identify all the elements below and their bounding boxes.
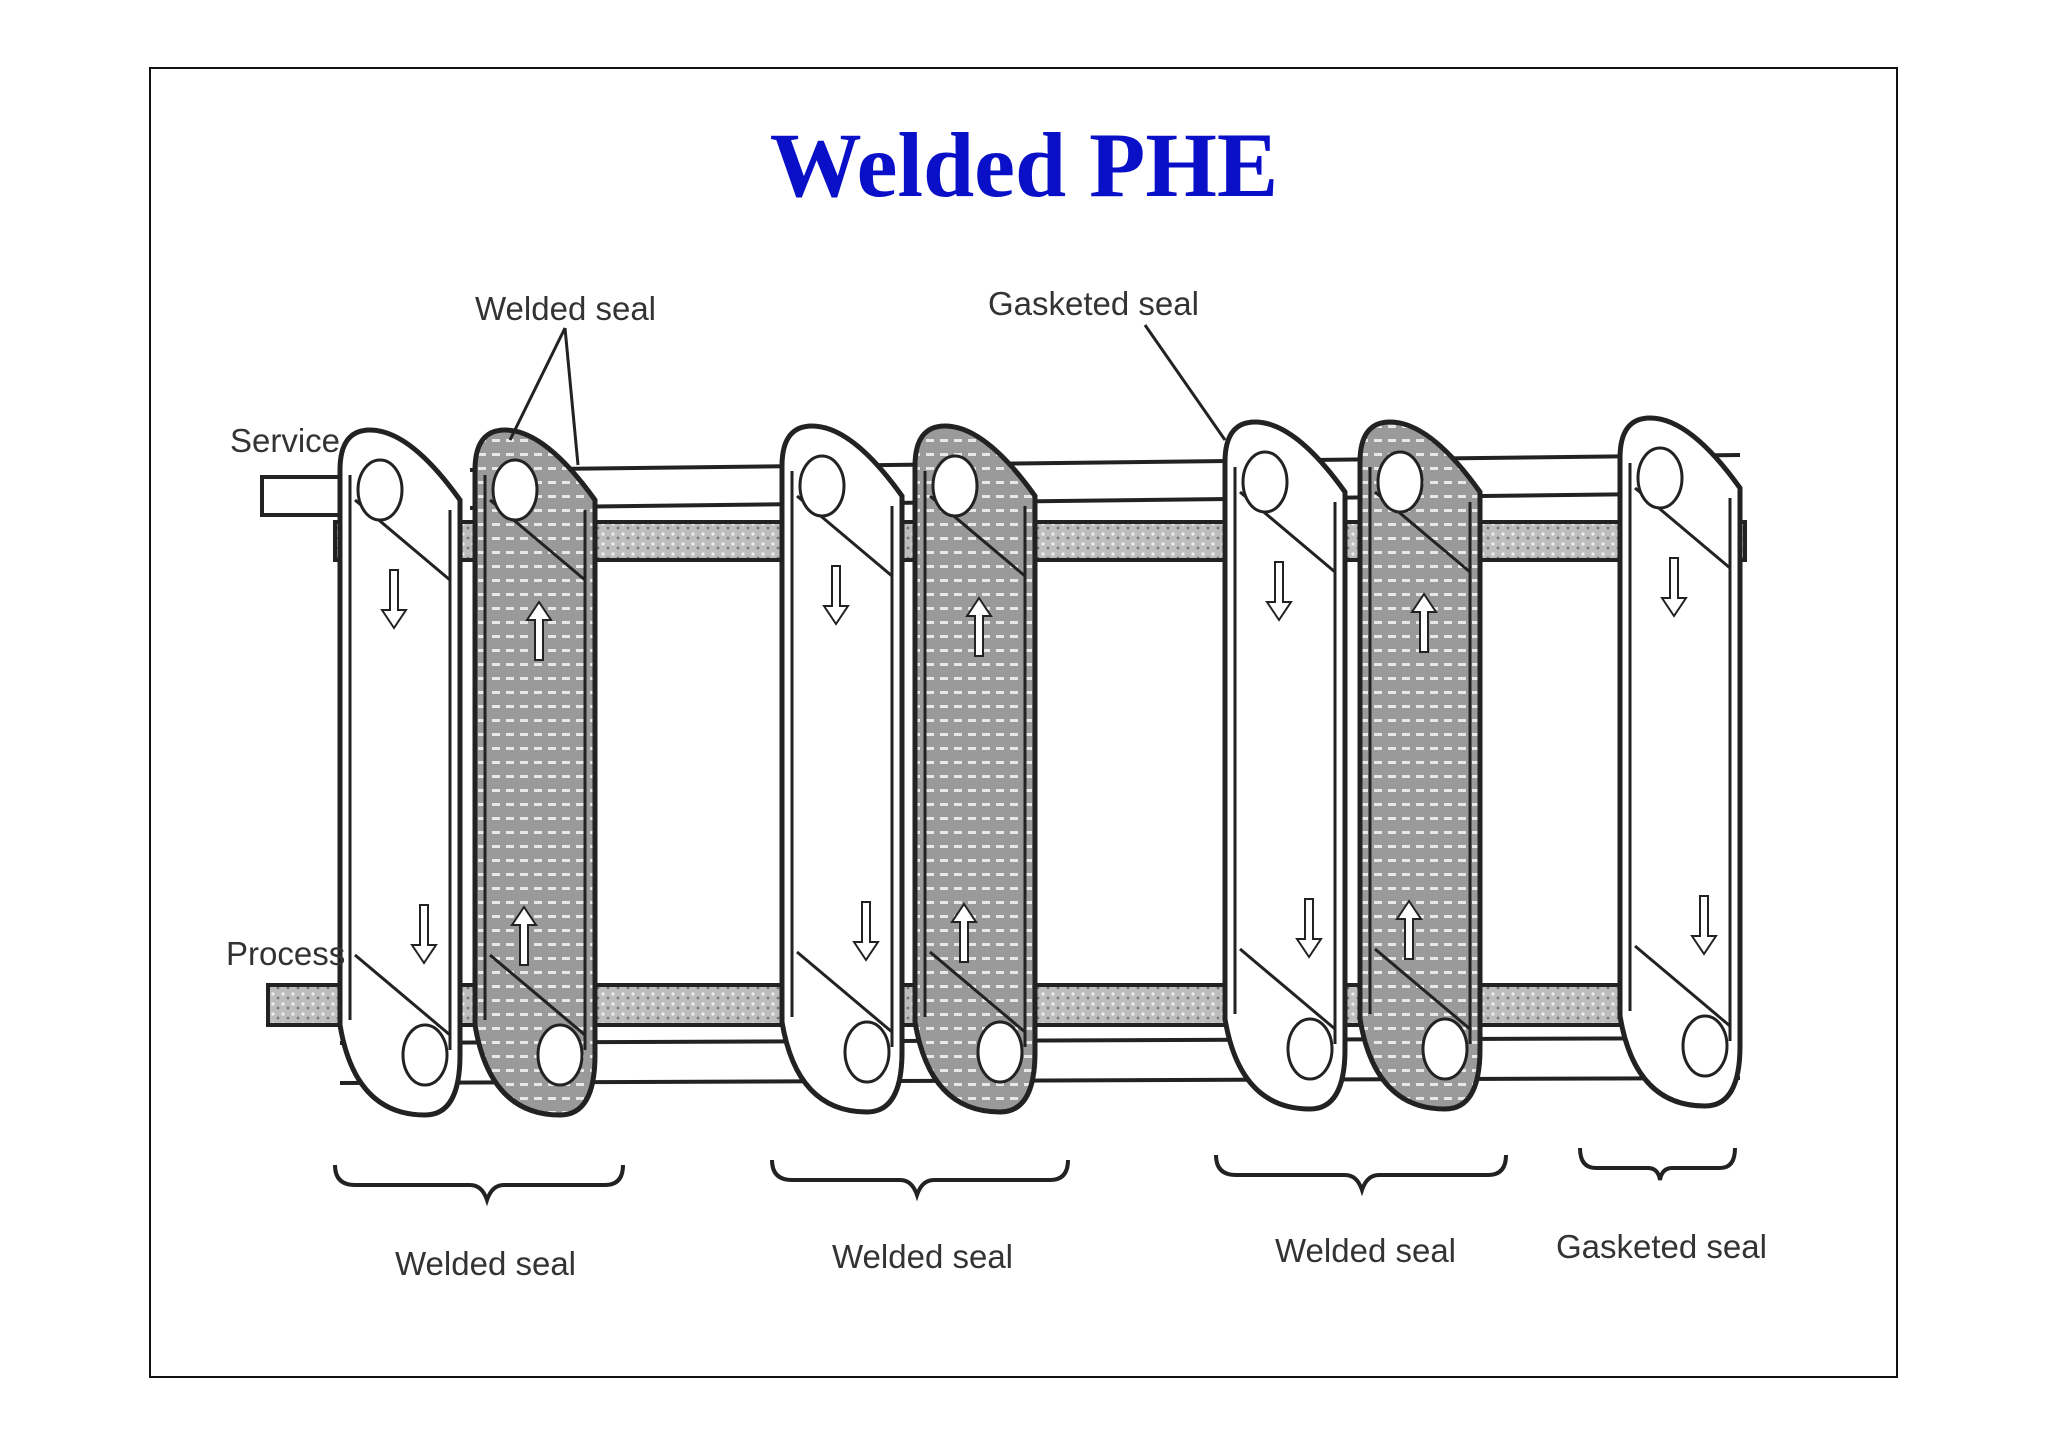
port-ring xyxy=(536,1023,584,1087)
plate-pack xyxy=(337,415,1743,1118)
port-ring xyxy=(798,454,846,518)
port-ring xyxy=(976,1020,1024,1084)
plate xyxy=(779,423,905,1115)
port-ring xyxy=(843,1020,891,1084)
group-label-2: Welded seal xyxy=(832,1238,1013,1275)
port-ring xyxy=(1681,1014,1729,1078)
plate xyxy=(337,427,463,1118)
port-ring xyxy=(931,454,979,518)
arrow-down-icon xyxy=(380,569,408,630)
channel-plate xyxy=(1357,419,1483,1112)
plate-edge xyxy=(348,475,452,1050)
service-label: Service xyxy=(230,422,340,459)
diagonal-seal xyxy=(354,953,451,1037)
port-ring xyxy=(356,458,404,522)
arrow-down-icon xyxy=(1295,898,1323,959)
port-ring xyxy=(401,1023,449,1087)
arrow-down-icon xyxy=(410,904,438,965)
plate xyxy=(1222,419,1348,1112)
diagonal-seal xyxy=(1239,947,1336,1031)
arrow-down-icon xyxy=(1265,561,1293,622)
top-rail-lower xyxy=(469,491,1741,510)
process-label: Process xyxy=(226,935,345,972)
group-braces xyxy=(333,1147,1737,1207)
gasketed-seal-top-label: Gasketed seal xyxy=(988,285,1199,322)
top-rail xyxy=(469,453,1741,472)
diagonal-seal xyxy=(489,953,586,1037)
welded-seal-top-label: Welded seal xyxy=(475,290,656,327)
plate-edge xyxy=(483,475,587,1050)
arrow-up-icon xyxy=(965,596,993,657)
arrow-down-icon xyxy=(1660,557,1688,618)
plate-edge xyxy=(790,471,894,1047)
arrow-up-icon xyxy=(950,902,978,963)
port-ring xyxy=(491,458,539,522)
channel-plate xyxy=(472,427,598,1118)
port-ring xyxy=(1636,446,1684,510)
port-ring xyxy=(1376,450,1424,514)
plate-edge xyxy=(923,471,1027,1047)
diagonal-seal xyxy=(1634,944,1731,1028)
channel-plate xyxy=(912,423,1038,1115)
arrow-down-icon xyxy=(1690,895,1718,956)
group-label-3: Welded seal xyxy=(1275,1232,1456,1269)
plate xyxy=(1617,415,1743,1109)
port-ring xyxy=(1286,1017,1334,1081)
group-label-4: Gasketed seal xyxy=(1556,1228,1767,1265)
slide-title: Welded PHE xyxy=(769,114,1279,216)
arrow-down-icon xyxy=(822,565,850,626)
diagonal-seal xyxy=(1374,947,1471,1031)
arrow-up-icon xyxy=(1410,592,1438,653)
plate-edge xyxy=(1233,467,1337,1044)
plate-edge xyxy=(1628,463,1732,1041)
port-ring xyxy=(1421,1017,1469,1081)
leader-lines xyxy=(508,324,1227,466)
group-label-1: Welded seal xyxy=(395,1245,576,1282)
arrow-down-icon xyxy=(852,901,880,962)
diagonal-seal xyxy=(929,950,1026,1034)
plate-edge xyxy=(1368,467,1472,1044)
arrow-up-icon xyxy=(510,905,538,966)
port-ring xyxy=(1241,450,1289,514)
diagonal-seal xyxy=(796,950,893,1034)
arrow-up-icon xyxy=(525,600,553,661)
arrow-up-icon xyxy=(1395,899,1423,960)
